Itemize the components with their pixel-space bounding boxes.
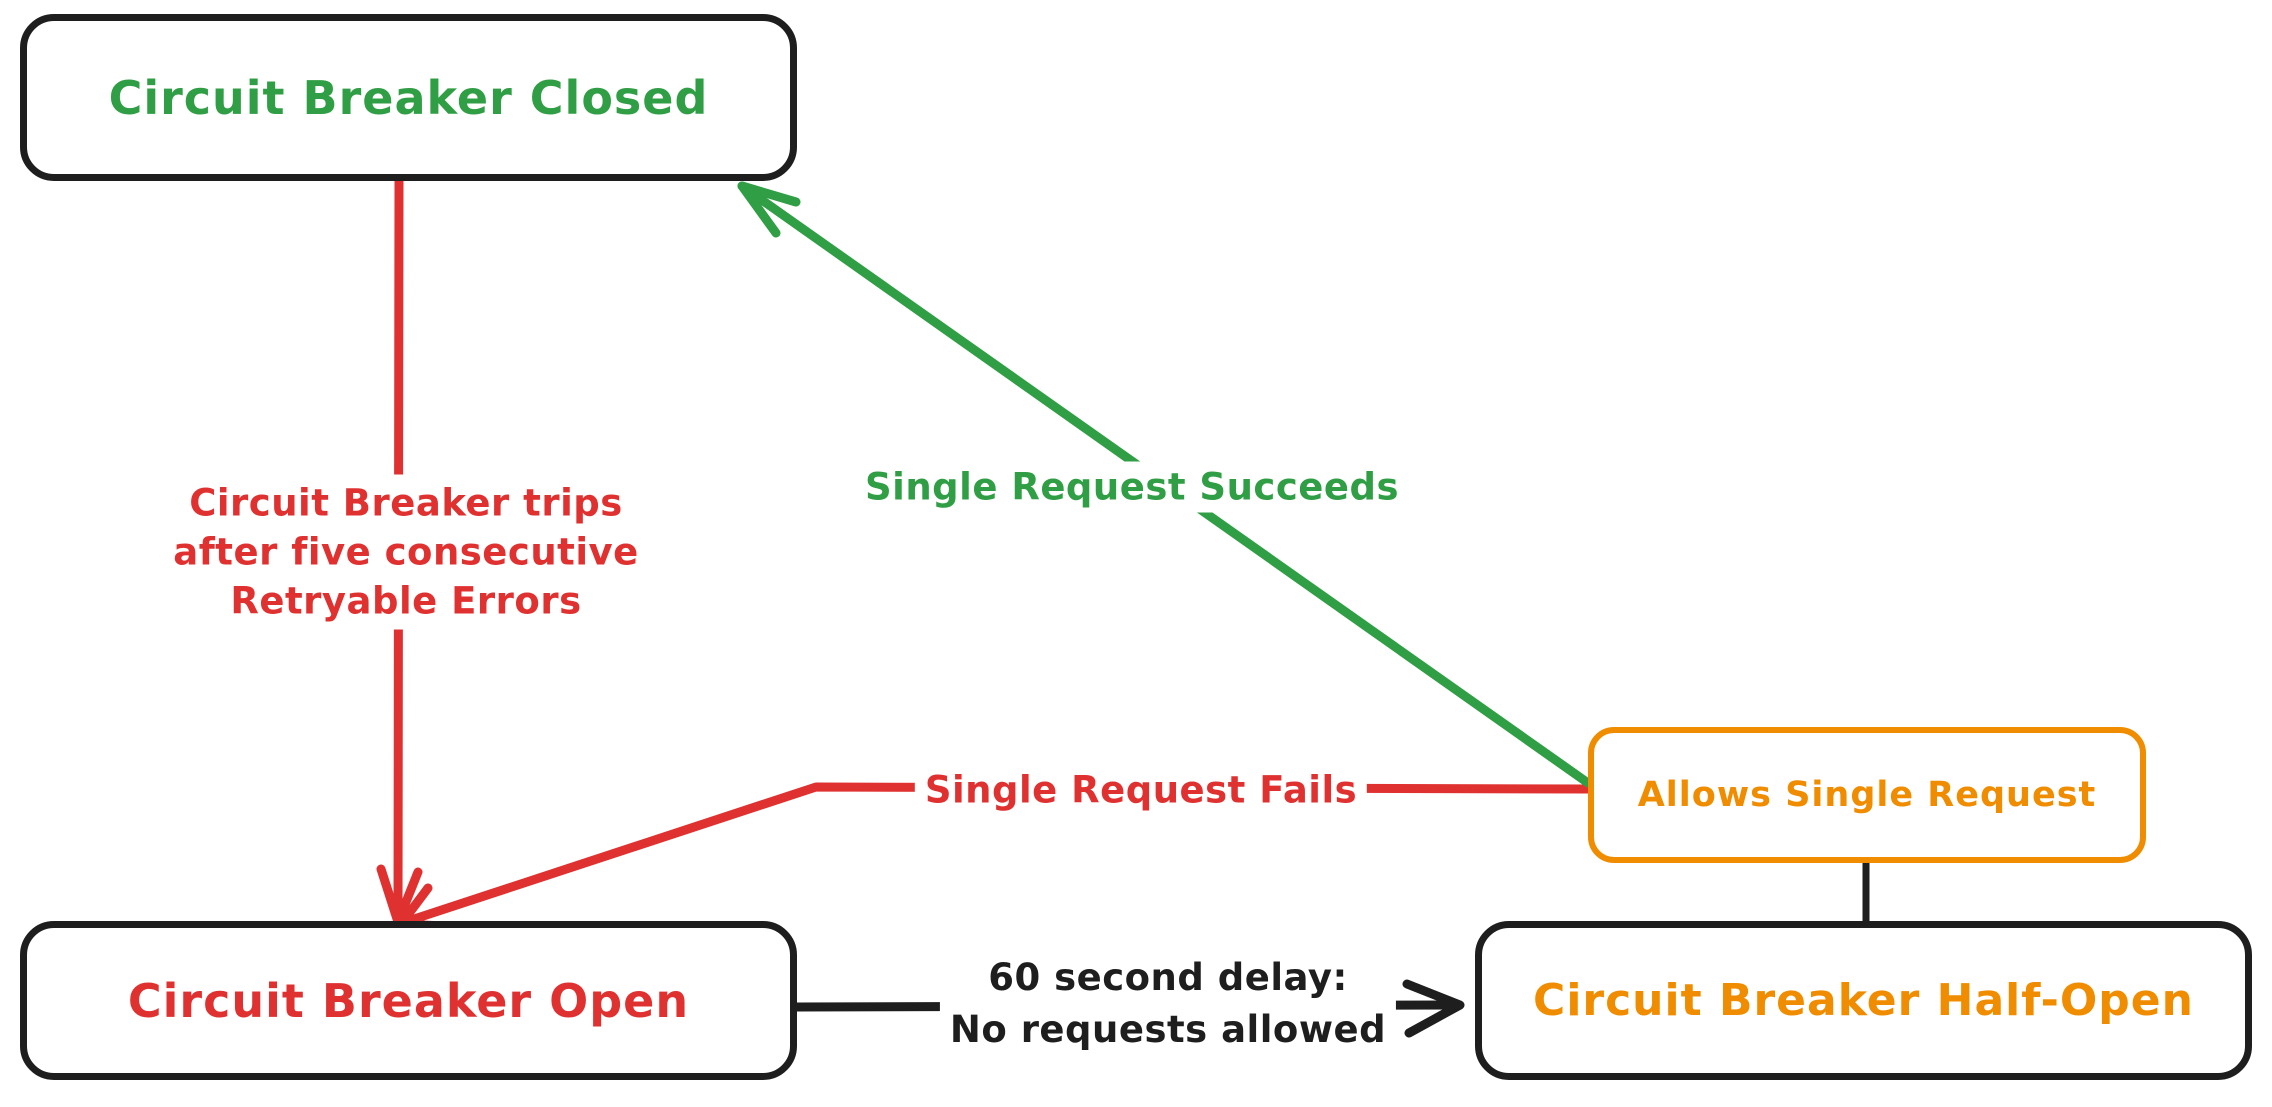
- node-circuit-breaker-open-label: Circuit Breaker Open: [127, 973, 690, 1028]
- edge-label-delay-line2: No requests allowed: [949, 1008, 1387, 1051]
- edge-label-fail: Single Request Fails: [914, 764, 1368, 816]
- edge-label-trip-line3: Retryable Errors: [230, 579, 582, 623]
- arrowhead-succeed: [737, 181, 801, 238]
- edge-label-succeed: Single Request Succeeds: [855, 461, 1409, 513]
- edge-label-delay: 60 second delay: No requests allowed: [939, 948, 1397, 1060]
- node-circuit-breaker-half-open: Circuit Breaker Half-Open: [1475, 921, 2252, 1080]
- edge-label-trip-line2: after five consecutive: [173, 530, 639, 574]
- node-circuit-breaker-open: Circuit Breaker Open: [20, 921, 797, 1080]
- node-circuit-breaker-closed: Circuit Breaker Closed: [20, 14, 797, 181]
- node-circuit-breaker-closed-label: Circuit Breaker Closed: [108, 70, 709, 125]
- node-allows-single-request-label: Allows Single Request: [1637, 775, 2097, 815]
- edge-label-trip-line1: Circuit Breaker trips: [189, 481, 623, 525]
- node-circuit-breaker-half-open-label: Circuit Breaker Half-Open: [1533, 975, 2194, 1026]
- arrowhead-delay: [1402, 979, 1465, 1038]
- edge-label-delay-line1: 60 second delay:: [988, 956, 1348, 999]
- node-allows-single-request: Allows Single Request: [1588, 727, 2146, 863]
- edge-label-trip: Circuit Breaker trips after five consecu…: [163, 474, 649, 630]
